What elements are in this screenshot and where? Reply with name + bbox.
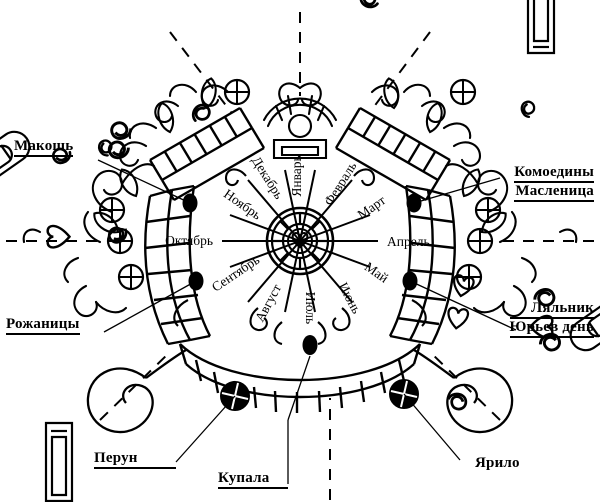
label-makosh-line1: Макошь — [14, 138, 74, 157]
label-perun: Перун — [94, 450, 176, 469]
month-label-avgust: Август — [252, 281, 284, 324]
month-label-fevral: Февраль — [321, 159, 360, 208]
leader-yarilo — [403, 393, 461, 461]
cross-in-circle-icon — [466, 227, 494, 255]
braid-segment-w — [144, 184, 212, 346]
label-komoediny: Комоедины Масленица — [514, 164, 594, 202]
cross-in-circle-icon — [455, 263, 483, 291]
month-label-yanvar: Январь — [289, 155, 304, 196]
leader-lyalnik — [409, 280, 517, 331]
dashed-axis-sw — [99, 351, 171, 421]
dashed-axis-nw — [169, 31, 232, 113]
cross-in-circle-icon — [98, 196, 126, 224]
dashed-axis-group — [6, 12, 594, 500]
label-makosh: Макошь — [14, 138, 74, 157]
marker-dot-kupala — [302, 335, 318, 355]
label-lyalnik: Ляльник Юрьев день — [509, 300, 594, 338]
label-yarilo: Ярило — [475, 455, 520, 472]
leader-makosh — [97, 159, 191, 204]
label-perun-line1: Перун — [94, 450, 176, 469]
label-lyalnik-line2: Юрьев день — [509, 319, 594, 338]
label-kupala: Купала — [218, 470, 288, 489]
leader-line-group — [97, 159, 517, 484]
inner-flourish-group — [105, 121, 561, 413]
label-rozhanitsy: Рожаницы — [6, 316, 80, 335]
petal-iyul — [526, 0, 556, 55]
leader-perun — [175, 395, 236, 463]
braided-outer-band — [144, 106, 456, 413]
cross-in-circle-icon — [117, 263, 145, 291]
label-yarilo-line1: Ярило — [475, 455, 520, 471]
month-label-iyul: Июль — [303, 292, 318, 324]
label-rozhanitsy-line1: Рожаницы — [6, 316, 80, 335]
label-komoediny-line2: Масленица — [514, 183, 594, 202]
petal-sentyabr — [569, 282, 600, 352]
braid-segment-nw — [148, 106, 266, 202]
dashed-axis-ne — [369, 31, 431, 113]
braid-segment-s — [178, 343, 422, 413]
month-label-aprel: Апрель — [387, 234, 430, 249]
month-label-mart: Март — [355, 192, 389, 222]
spiral-right-tail — [413, 349, 455, 379]
leader-rozhanitsy — [103, 280, 197, 333]
month-label-oktyabr: Октябрь — [165, 233, 213, 248]
leader-komoediny — [413, 177, 501, 204]
spiral-left-tail — [145, 349, 187, 379]
braid-segment-ne — [334, 106, 452, 202]
month-label-dekabr: Декабрь — [249, 153, 287, 201]
label-kupala-line1: Купала — [218, 470, 288, 489]
spiral-left — [86, 367, 154, 434]
petal-yanvar — [44, 421, 74, 502]
outer-flourish-ring — [22, 0, 578, 339]
spiral-right — [446, 367, 514, 434]
month-label-may: Май — [362, 259, 391, 286]
sun-rosette — [265, 206, 335, 276]
cross-in-circle-icon — [449, 78, 477, 106]
label-komoediny-line1: Комоедины — [514, 164, 594, 183]
cross-in-circle-icon — [474, 196, 502, 224]
leader-kupala-elbow — [287, 355, 311, 421]
label-lyalnik-line1: Ляльник — [509, 300, 594, 319]
spiral-group — [86, 349, 514, 434]
month-label-sentyabr: Сентябрь — [209, 252, 262, 295]
petal-mart — [0, 130, 31, 200]
month-label-iyun: Июнь — [336, 280, 365, 316]
dashed-axis-se — [429, 351, 501, 421]
braid-segment-e — [388, 184, 456, 346]
cross-in-circle-icon — [223, 78, 251, 106]
